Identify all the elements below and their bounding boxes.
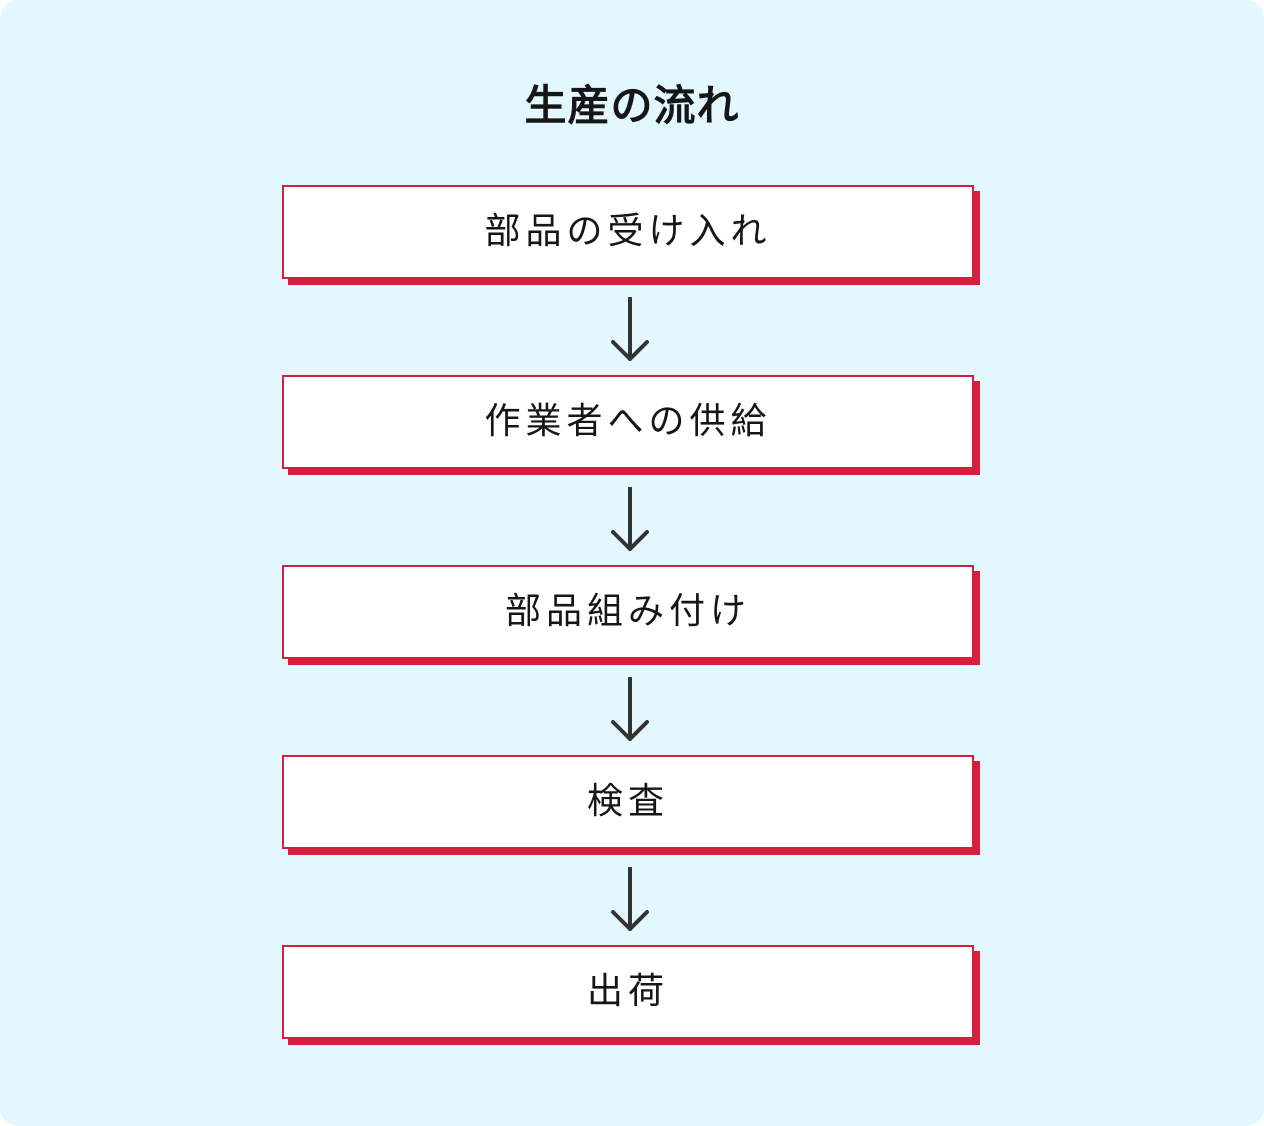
step-box-3: 部品組み付け: [282, 565, 974, 659]
arrow-down-icon: [611, 867, 649, 931]
diagram-title: 生産の流れ: [524, 81, 740, 130]
step-label-1: 部品の受け入れ: [484, 211, 772, 252]
step-label-5: 出荷: [586, 971, 669, 1012]
step-box-1: 部品の受け入れ: [282, 185, 974, 279]
arrow-down-icon: [611, 297, 649, 361]
step-box-5: 出荷: [282, 945, 974, 1039]
arrow-down-icon: [611, 677, 649, 741]
step-label-4: 検査: [586, 781, 669, 822]
step-label-3: 部品組み付け: [504, 591, 751, 632]
arrow-down-icon: [611, 487, 649, 551]
step-label-2: 作業者への供給: [484, 401, 772, 442]
step-box-2: 作業者への供給: [282, 375, 974, 469]
step-box-4: 検査: [282, 755, 974, 849]
